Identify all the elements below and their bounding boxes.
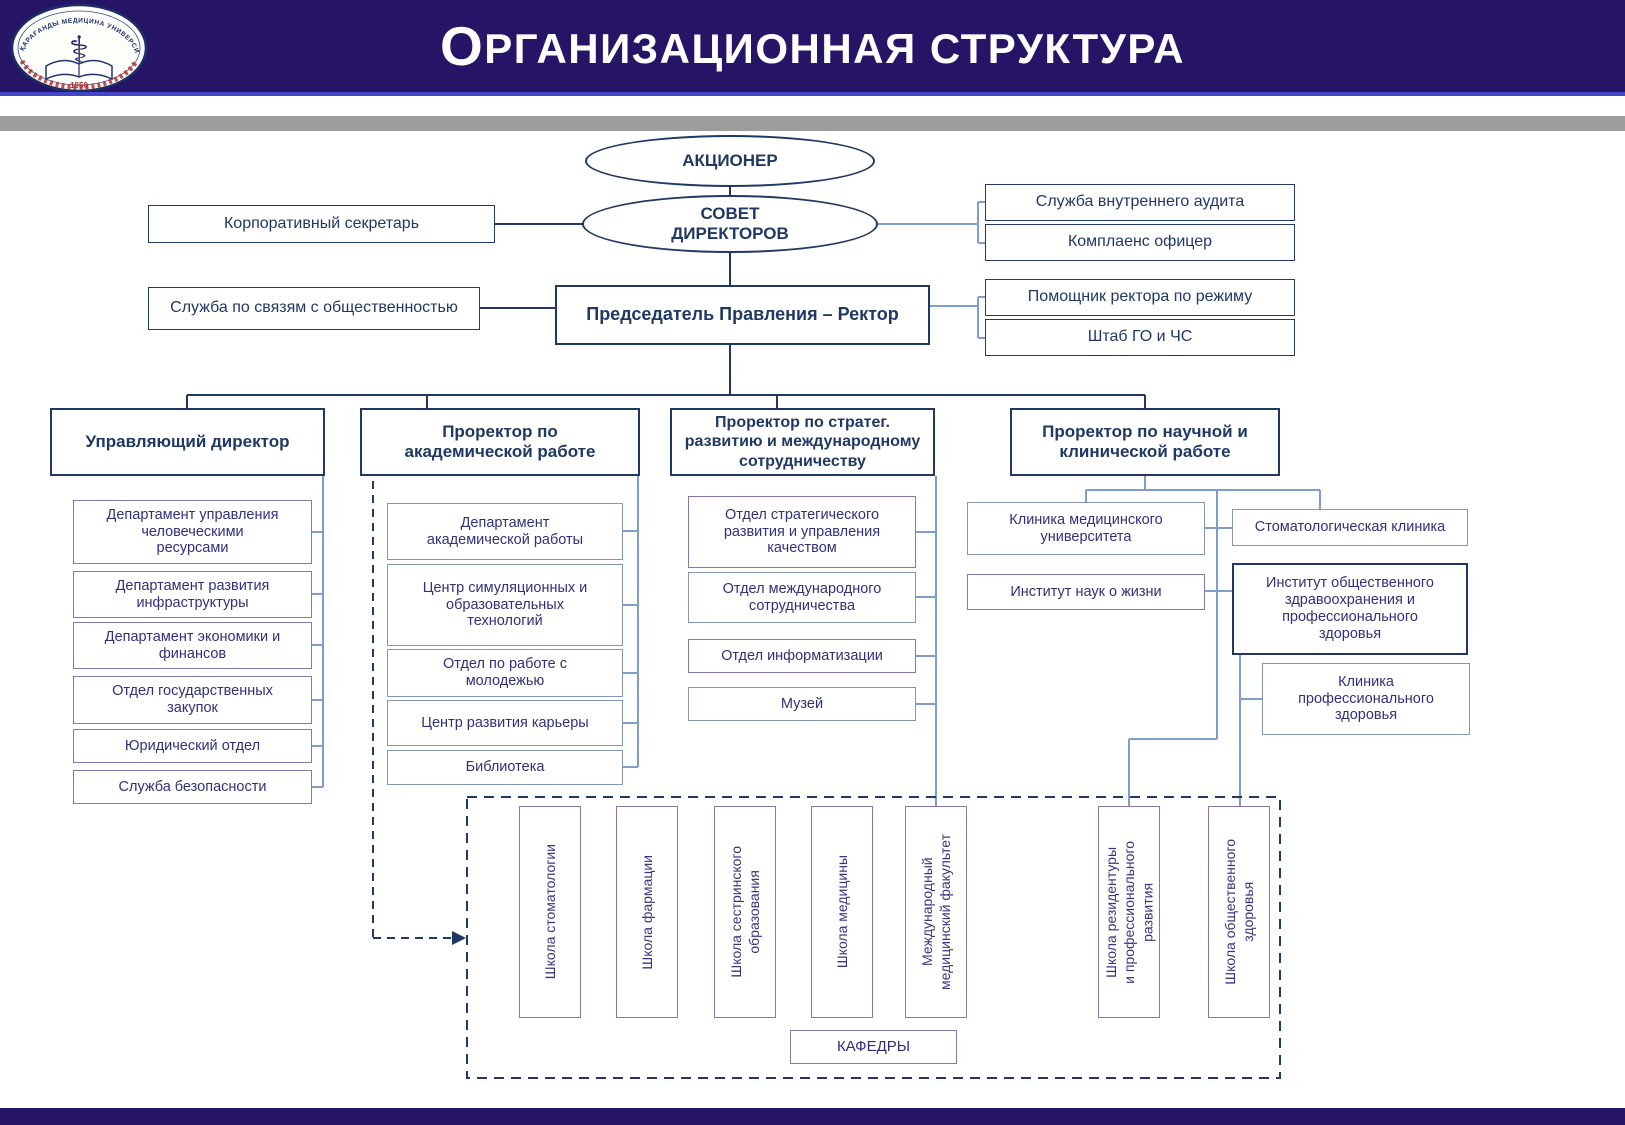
unit-hr-department: Департамент управления человеческими рес… [73, 500, 312, 564]
school-nursing: Школа сестринского образования [714, 806, 776, 1018]
branch-academic-vice-rector: Проректор по академической работе [360, 408, 640, 476]
school-medicine-label: Школа медицины [833, 855, 850, 969]
page-title-initial: О [440, 15, 485, 77]
caduceus-icon: ⚕ [69, 30, 90, 72]
footer-bar [0, 1108, 1625, 1125]
unit-academic-department: Департамент академической работы [387, 503, 623, 560]
node-corporate-secretary: Корпоративный секретарь [148, 205, 495, 243]
page-title: ОРГАНИЗАЦИОННАЯ СТРУКТУРА [440, 14, 1185, 78]
branch-managing-director: Управляющий директор [50, 408, 325, 476]
logo-year: 1950 [70, 81, 88, 90]
school-public-health-label: Школа общественного здоровья [1221, 839, 1256, 985]
school-residency: Школа резидентуры и профессионального ра… [1098, 806, 1160, 1018]
branch-strategic-vice-rector: Проректор по стратег. развитию и междуна… [670, 408, 935, 476]
university-emblem-icon: ҚАРАҒАНДЫ МЕДИЦИНА УНИВЕРСИТЕТІ ⚕ 1950 [6, 0, 148, 93]
unit-infrastructure-department: Департамент развития инфраструктуры [73, 571, 312, 618]
node-compliance-officer: Комплаенс офицер [985, 224, 1295, 261]
school-pharmacy-label: Школа фармации [638, 854, 655, 970]
school-international-medical: Международный медицинский факультет [905, 806, 967, 1018]
divider-bar [0, 116, 1625, 131]
node-shareholder: АКЦИОНЕР [585, 135, 875, 187]
school-public-health: Школа общественного здоровья [1208, 806, 1270, 1018]
node-internal-audit: Служба внутреннего аудита [985, 184, 1295, 221]
node-emergency-hq: Штаб ГО и ЧС [985, 319, 1295, 356]
unit-strategic-development: Отдел стратегического развития и управле… [688, 496, 916, 568]
unit-museum: Музей [688, 687, 916, 721]
unit-public-health-institute: Институт общественного здравоохранения и… [1232, 563, 1468, 655]
university-logo: ҚАРАҒАНДЫ МЕДИЦИНА УНИВЕРСИТЕТІ ⚕ 1950 [6, 0, 150, 98]
node-pr-service: Служба по связям с общественностью [148, 287, 480, 330]
school-residency-label: Школа резидентуры и профессионального ра… [1102, 840, 1156, 984]
page-title-rest: РГАНИЗАЦИОННАЯ СТРУКТУРА [484, 25, 1185, 72]
unit-university-clinic: Клиника медицинского университета [967, 502, 1205, 555]
unit-life-sciences-institute: Институт наук о жизни [967, 574, 1205, 610]
school-dentistry: Школа стоматологии [519, 806, 581, 1018]
node-rector-assistant: Помощник ректора по режиму [985, 279, 1295, 316]
unit-procurement-department: Отдел государственных закупок [73, 676, 312, 724]
unit-dental-clinic: Стоматологическая клиника [1232, 509, 1468, 546]
unit-security-service: Служба безопасности [73, 770, 312, 804]
unit-informatization: Отдел информатизации [688, 639, 916, 673]
unit-simulation-center: Центр симуляционных и образовательных те… [387, 564, 623, 646]
unit-occupational-health-clinic: Клиника профессионального здоровья [1262, 663, 1470, 735]
unit-youth-department: Отдел по работе с молодежью [387, 649, 623, 697]
school-dentistry-label: Школа стоматологии [541, 844, 558, 980]
branch-science-vice-rector: Проректор по научной и клинической работ… [1010, 408, 1280, 476]
node-chairman-rector: Председатель Правления – Ректор [555, 285, 930, 345]
unit-career-center: Центр развития карьеры [387, 700, 623, 746]
header-bar: ОРГАНИЗАЦИОННАЯ СТРУКТУРА [0, 0, 1625, 96]
unit-library: Библиотека [387, 750, 623, 785]
node-departments: КАФЕДРЫ [790, 1030, 957, 1064]
unit-economics-department: Департамент экономики и финансов [73, 622, 312, 669]
arrow-right-icon [452, 931, 466, 945]
school-nursing-label: Школа сестринского образования [727, 846, 762, 978]
unit-international-cooperation: Отдел международного сотрудничества [688, 572, 916, 623]
school-medicine: Школа медицины [811, 806, 873, 1018]
school-international-medical-label: Международный медицинский факультет [918, 834, 953, 990]
school-pharmacy: Школа фармации [616, 806, 678, 1018]
unit-legal-department: Юридический отдел [73, 729, 312, 763]
node-board-of-directors: СОВЕТ ДИРЕКТОРОВ [582, 195, 878, 253]
